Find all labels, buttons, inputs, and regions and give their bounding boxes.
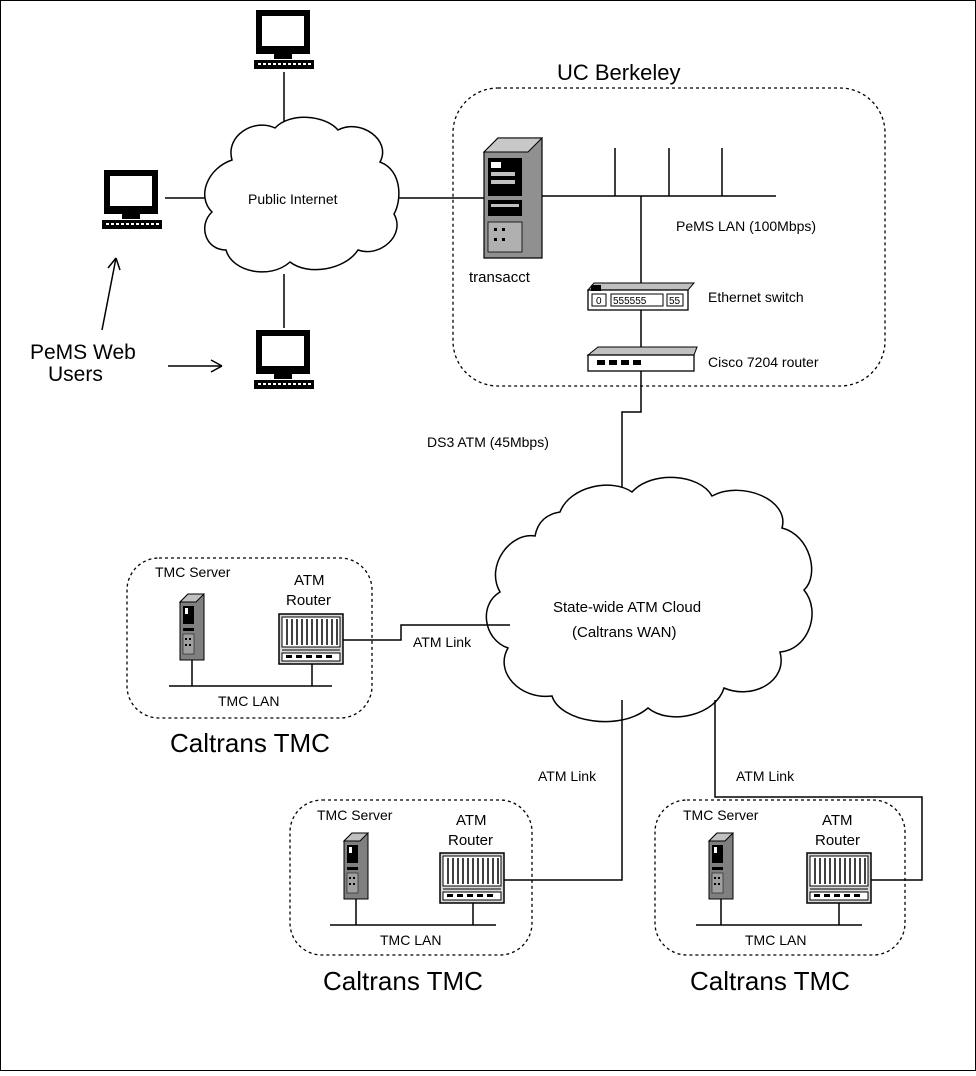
cisco-router-icon — [586, 346, 698, 372]
tmc-site-3-server-icon — [708, 832, 734, 900]
tmc-site-2-router-icon — [439, 852, 505, 904]
transacct-label: transacct — [469, 269, 531, 286]
tmc-site-2-label: Caltrans TMC — [323, 966, 483, 996]
tmc-site-1-router-label-1: ATM — [294, 572, 325, 589]
users-arrow-right — [168, 359, 223, 373]
ethernet-switch-label: Ethernet switch — [708, 289, 804, 305]
ethernet-switch-icon: 0 555555 55 — [586, 282, 696, 311]
pems-users-label-line2: Users — [48, 363, 103, 386]
tmc-site-1-server-icon — [179, 593, 205, 661]
ds3-atm-label: DS3 ATM (45Mbps) — [427, 434, 549, 450]
tmc-site-3-atm-link — [714, 700, 923, 881]
tmc-site-1-lan-label: TMC LAN — [218, 693, 279, 709]
uc-berkeley-label: UC Berkeley — [557, 60, 680, 85]
atm-cloud-label-line2: (Caltrans WAN) — [572, 624, 676, 641]
cisco-router-label: Cisco 7204 router — [708, 354, 819, 370]
tmc-site-2-atm-link — [504, 700, 623, 881]
tmc-site-2-router-label-2: Router — [448, 832, 493, 849]
tmc-site-3-label: Caltrans TMC — [690, 966, 850, 996]
public-internet-cloud — [203, 116, 400, 273]
web-user-computer-icon-bottom — [254, 330, 314, 389]
tmc-site-1-router-icon — [278, 613, 344, 665]
tmc-site-3-lan-label: TMC LAN — [745, 932, 806, 948]
users-arrow-up — [101, 257, 121, 331]
uc-berkeley-boundary — [452, 87, 886, 387]
tmc-site-2-server-label: TMC Server — [317, 807, 393, 823]
tmc-site-3-link-label: ATM Link — [736, 768, 795, 784]
tmc-site-3-boundary — [654, 799, 906, 956]
tmc-site-1-router-label-2: Router — [286, 592, 331, 609]
public-internet-label: Public Internet — [248, 191, 338, 207]
tmc-site-2-lan-label: TMC LAN — [380, 932, 441, 948]
pems-users-label-line1: PeMS Web — [30, 341, 136, 364]
tmc-site-2-router-label-1: ATM — [456, 812, 487, 829]
tmc-site-1-boundary — [126, 557, 373, 719]
tmc-site-3-router-label-1: ATM — [822, 812, 853, 829]
switch-port-label-2: 555555 — [613, 296, 647, 307]
tmc-site-3-server-label: TMC Server — [683, 807, 759, 823]
tmc-site-2-boundary — [289, 799, 533, 956]
tmc-site-1-label: Caltrans TMC — [170, 728, 330, 758]
tmc-site-1-link-label: ATM Link — [413, 634, 472, 650]
tmc-site-2-link-label: ATM Link — [538, 768, 597, 784]
tmc-site-3-router-icon — [806, 852, 872, 904]
web-user-computer-icon-top — [254, 10, 314, 69]
switch-port-label-1: 0 — [596, 296, 602, 307]
tmc-site-1-atm-link — [343, 624, 510, 641]
ds3-atm-link — [621, 371, 642, 497]
tmc-site-2-server-icon — [343, 832, 369, 900]
transacct-server-icon — [482, 137, 544, 259]
tmc-site-1-server-label: TMC Server — [155, 564, 231, 580]
switch-port-label-3: 55 — [669, 296, 681, 307]
web-user-computer-icon-left — [102, 170, 162, 229]
pems-lan-label: PeMS LAN (100Mbps) — [676, 218, 816, 234]
atm-cloud-label-line1: State-wide ATM Cloud — [553, 599, 701, 616]
atm-cloud — [485, 476, 813, 723]
tmc-site-3-router-label-2: Router — [815, 832, 860, 849]
